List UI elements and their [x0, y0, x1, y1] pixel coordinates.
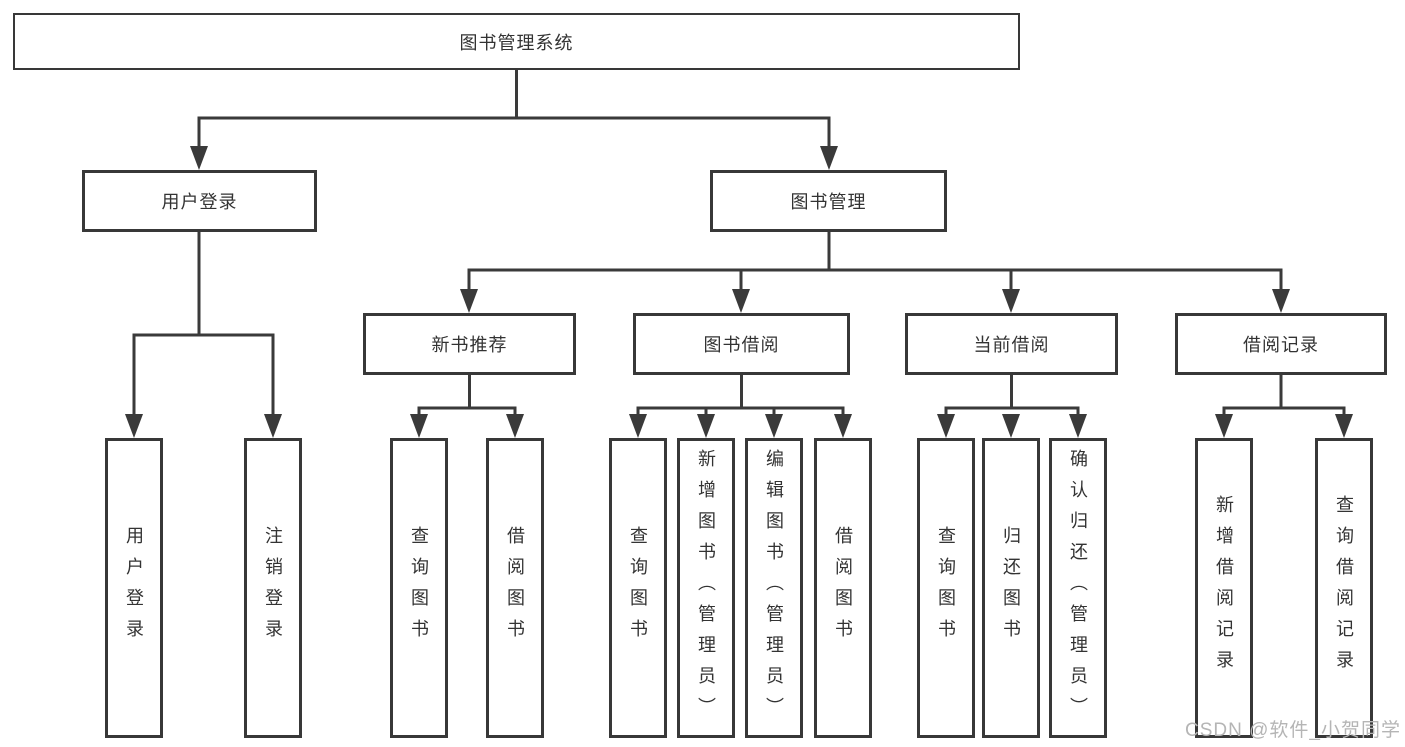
node-user-login: 用户登录 — [82, 170, 317, 232]
leaf-label: 查询图书 — [628, 526, 648, 650]
leaf-label: 用户登录 — [124, 526, 144, 650]
node-root: 图书管理系统 — [13, 13, 1020, 70]
leaf-label: 查询借阅记录 — [1334, 495, 1354, 681]
leaf-query-books-borrow: 查询图书 — [609, 438, 667, 738]
leaf-label: 借阅图书 — [505, 526, 525, 650]
leaf-logout: 注销登录 — [244, 438, 302, 738]
leaf-label: 借阅图书 — [833, 526, 853, 650]
leaf-add-borrow-record: 新增借阅记录 — [1195, 438, 1253, 738]
leaf-label: 确认归还（管理员） — [1068, 448, 1088, 728]
leaf-label: 新增借阅记录 — [1214, 495, 1234, 681]
leaf-query-borrow-record: 查询借阅记录 — [1315, 438, 1373, 738]
node-borrow-records: 借阅记录 — [1175, 313, 1387, 375]
leaf-add-books-admin: 新增图书（管理员） — [677, 438, 735, 738]
node-new-book-recommend: 新书推荐 — [363, 313, 576, 375]
leaf-label: 查询图书 — [409, 526, 429, 650]
node-label: 图书借阅 — [703, 335, 780, 355]
leaf-confirm-return-admin: 确认归还（管理员） — [1049, 438, 1107, 738]
leaf-label: 新增图书（管理员） — [696, 448, 716, 728]
leaf-query-books-current: 查询图书 — [917, 438, 975, 738]
node-label: 借阅记录 — [1243, 335, 1319, 355]
leaf-borrow-books-recommend: 借阅图书 — [486, 438, 544, 738]
node-book-management: 图书管理 — [710, 170, 947, 232]
node-current-borrow: 当前借阅 — [905, 313, 1118, 375]
leaf-label: 查询图书 — [936, 526, 956, 650]
node-label: 新书推荐 — [431, 335, 508, 355]
node-label: 图书管理 — [790, 192, 867, 212]
leaf-return-books: 归还图书 — [982, 438, 1040, 738]
leaf-label: 注销登录 — [263, 526, 283, 650]
watermark: CSDN @软件_小贺同学 — [1185, 720, 1401, 741]
node-book-borrow: 图书借阅 — [633, 313, 850, 375]
leaf-query-books-recommend: 查询图书 — [390, 438, 448, 738]
leaf-label: 归还图书 — [1001, 526, 1021, 650]
node-label: 当前借阅 — [973, 335, 1050, 355]
leaf-user-login: 用户登录 — [105, 438, 163, 738]
node-label: 用户登录 — [161, 192, 238, 212]
leaf-borrow-books: 借阅图书 — [814, 438, 872, 738]
leaf-edit-books-admin: 编辑图书（管理员） — [745, 438, 803, 738]
leaf-label: 编辑图书（管理员） — [764, 448, 784, 728]
node-root-label: 图书管理系统 — [459, 32, 574, 53]
